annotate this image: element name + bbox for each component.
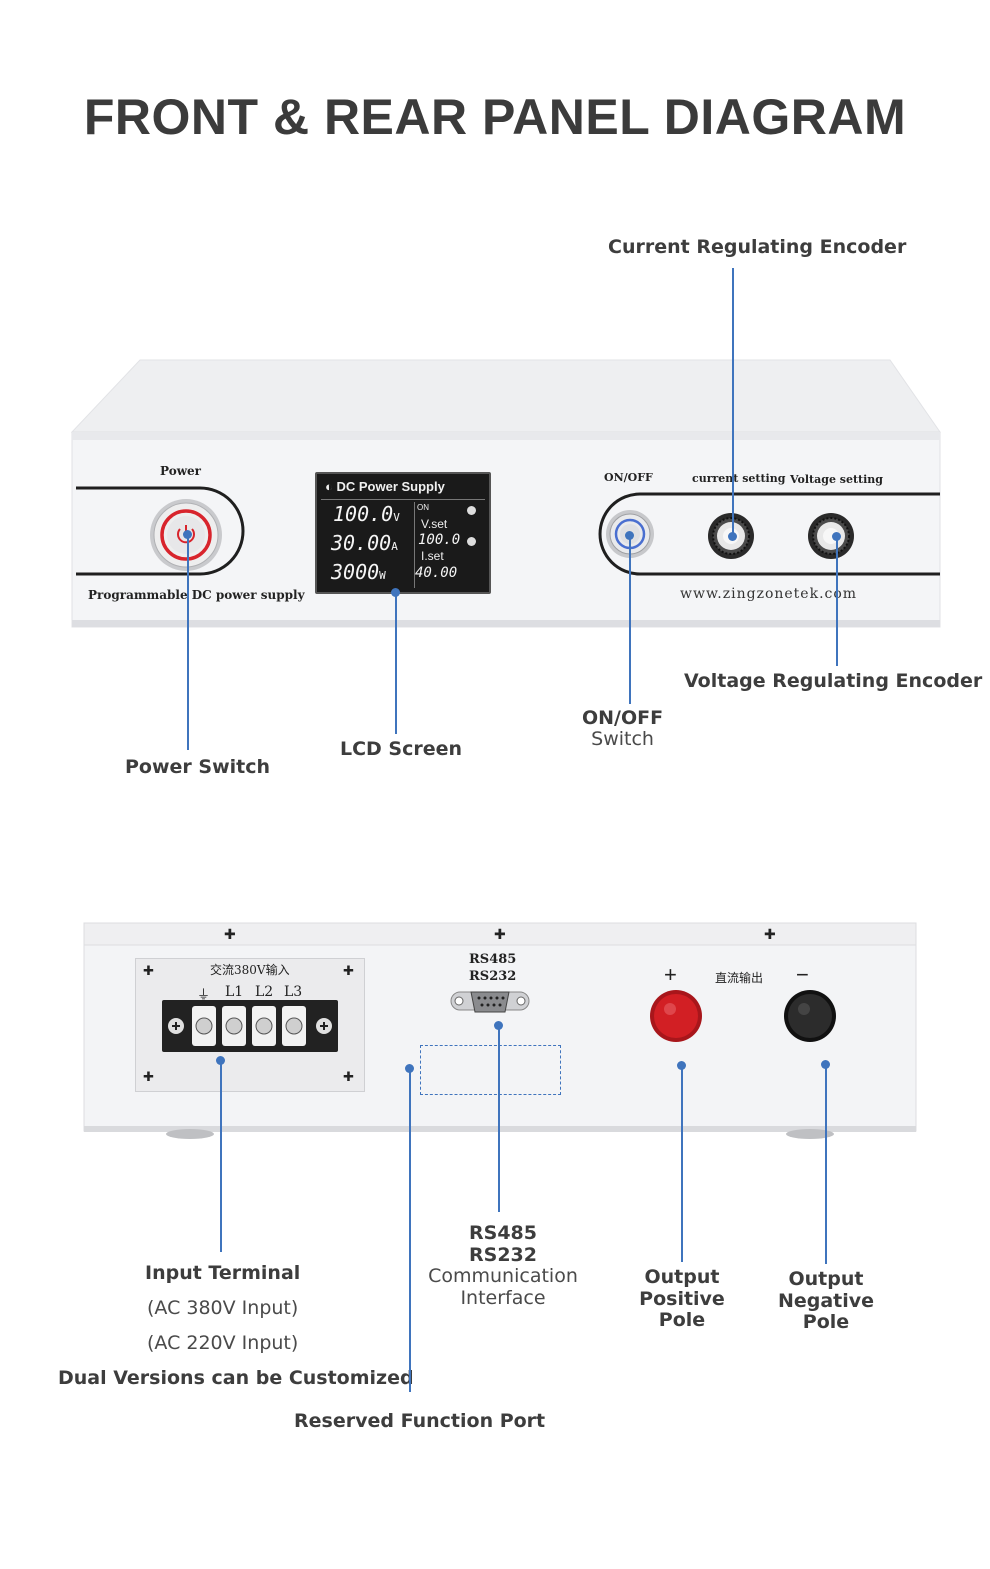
lcd-logo-icon: ◐	[325, 479, 333, 494]
dot-lcd-screen	[391, 588, 400, 597]
lcd-current: 30.00	[331, 531, 392, 555]
label-ac220: (AC 220V Input)	[147, 1332, 299, 1354]
page-title: FRONT & REAR PANEL DIAGRAM	[83, 89, 907, 145]
leader-negative-pole	[825, 1068, 827, 1264]
website-url: www.zingzonetek.com	[680, 586, 858, 602]
dot-on-off-switch	[625, 531, 634, 540]
screw-icon: ✚	[143, 1069, 154, 1084]
reserved-port-outline	[420, 1045, 561, 1095]
on-off-text: ON/OFF	[604, 471, 653, 484]
leader-positive-pole	[681, 1068, 683, 1262]
rs232-text: RS232	[469, 969, 517, 984]
leader-on-off-switch	[629, 538, 631, 704]
lcd-screen: ◐ DC Power Supply 100.0V 30.00A 3000W ON…	[315, 472, 491, 594]
terminal-label-l1: L1	[225, 984, 244, 1000]
leader-reserved-port	[409, 1070, 411, 1392]
label-power-switch: Power Switch	[125, 756, 271, 778]
label-ac380: (AC 380V Input)	[147, 1297, 299, 1319]
dot-negative-pole	[821, 1060, 830, 1069]
dot-positive-pole	[677, 1061, 686, 1070]
terminal-label-l2: L2	[255, 984, 274, 1000]
plus-sign: +	[664, 962, 677, 987]
label-communication-interface: RS485 RS232 Communication Interface	[428, 1222, 578, 1309]
dc-output-text: 直流输出	[715, 971, 764, 985]
terminal-label-ground: ⏚	[197, 988, 211, 1003]
dot-input-terminal	[216, 1056, 225, 1065]
voltage-encoder-knob[interactable]	[806, 511, 856, 561]
lcd-vset-label: V.set	[421, 517, 448, 531]
label-lcd-screen: LCD Screen	[340, 738, 463, 760]
negative-pole-terminal[interactable]	[782, 988, 838, 1044]
label-output-negative-pole: Output Negative Pole	[777, 1268, 875, 1333]
terminal-block	[162, 1000, 338, 1052]
lcd-vset-value: 100.0	[418, 532, 461, 548]
label-on-off-switch: ON/OFF Switch	[582, 707, 664, 750]
screw-icon: ✚	[343, 963, 354, 978]
current-setting-text: current setting	[692, 472, 786, 485]
lcd-status-icon	[467, 506, 476, 515]
lcd-voltage: 100.0	[333, 502, 394, 526]
leader-current-encoder	[732, 268, 734, 536]
rs485-text: RS485	[469, 952, 517, 967]
minus-sign: −	[796, 962, 809, 987]
label-voltage-encoder: Voltage Regulating Encoder	[684, 670, 983, 692]
dot-rs485	[494, 1021, 503, 1030]
leader-input-terminal	[220, 1062, 222, 1252]
leader-voltage-encoder	[836, 540, 838, 666]
dot-voltage-encoder	[832, 532, 841, 541]
leader-lcd-screen	[395, 594, 397, 734]
lcd-header: ◐ DC Power Supply	[325, 479, 445, 494]
screw-icon: ✚	[343, 1069, 354, 1084]
dot-reserved-port	[405, 1064, 414, 1073]
label-current-encoder: Current Regulating Encoder	[608, 236, 907, 258]
power-text: Power	[160, 464, 201, 478]
label-output-positive-pole: Output Positive Pole	[639, 1266, 725, 1331]
screw-icon: ✚	[764, 926, 776, 942]
voltage-setting-text: Voltage setting	[790, 473, 883, 486]
screw-icon: ✚	[224, 926, 236, 942]
db9-port[interactable]	[449, 986, 531, 1016]
leader-rs485	[498, 1028, 500, 1212]
dot-power-switch	[183, 530, 192, 539]
positive-pole-terminal[interactable]	[648, 988, 704, 1044]
lcd-status-icon	[467, 537, 476, 546]
screw-icon: ✚	[494, 926, 506, 942]
programmable-text: Programmable DC power supply	[88, 588, 305, 602]
lcd-iset-label: I.set	[421, 549, 444, 563]
leader-power-switch	[187, 534, 189, 750]
lcd-on-label: ON	[417, 503, 429, 512]
screw-icon: ✚	[143, 963, 154, 978]
lcd-power: 3000	[331, 560, 380, 584]
lcd-iset-value: 40.00	[415, 565, 458, 581]
ac-input-text: 交流380V输入	[210, 963, 290, 977]
label-input-terminal: Input Terminal	[145, 1262, 301, 1284]
label-reserved-port: Reserved Function Port	[294, 1410, 546, 1432]
terminal-label-l3: L3	[284, 984, 303, 1000]
label-dual-versions: Dual Versions can be Customized	[58, 1367, 414, 1389]
dot-current-encoder	[728, 532, 737, 541]
